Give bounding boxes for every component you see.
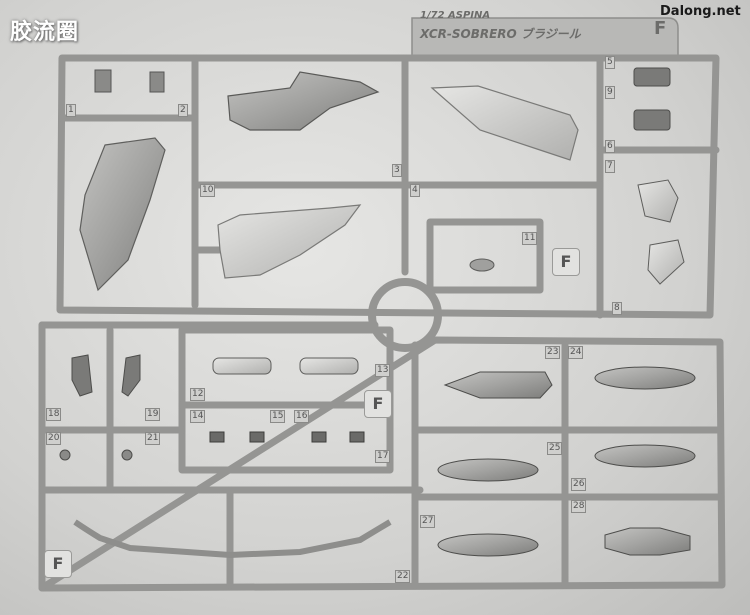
part-number: 6	[605, 140, 615, 153]
part-number: 12	[190, 388, 206, 401]
part-number: 5	[605, 56, 615, 69]
small-part-21	[121, 449, 133, 461]
small-part-18	[71, 354, 93, 397]
part-number: 23	[545, 346, 561, 359]
tank-part-25	[437, 458, 539, 482]
part-number: 28	[571, 500, 587, 513]
tag-letter: F	[654, 18, 667, 39]
small-parts-14-17	[209, 431, 365, 443]
small-part-11	[469, 258, 495, 272]
part-number: 1	[66, 104, 76, 117]
part-number: 8	[612, 302, 622, 315]
part-number: 9	[605, 86, 615, 99]
wing-part-10	[217, 204, 362, 279]
part-number: 19	[145, 408, 161, 421]
engine-part-28	[604, 527, 691, 556]
small-part-20	[59, 449, 71, 461]
part-number: 21	[145, 432, 161, 445]
part-number: 22	[395, 570, 411, 583]
small-part-2	[149, 71, 165, 93]
small-part-5	[633, 67, 671, 87]
small-part-13	[299, 357, 359, 375]
part-number: 4	[410, 184, 420, 197]
part-number: 14	[190, 410, 206, 423]
watermark-left: 胶流圈	[10, 20, 80, 45]
part-number: 24	[568, 346, 584, 359]
tank-part-24	[594, 366, 696, 390]
part-number: 13	[375, 364, 391, 377]
small-part-19	[121, 354, 141, 397]
long-strip-part-22	[73, 519, 392, 559]
part-number: 11	[522, 232, 538, 245]
part-number: 7	[605, 160, 615, 173]
fuselage-part-3	[227, 71, 380, 131]
part-number: 2	[178, 104, 188, 117]
nose-part-23	[443, 371, 553, 399]
wing-part-1	[79, 137, 166, 292]
small-part-12	[212, 357, 272, 375]
upper-runner	[56, 54, 720, 319]
lower-runner	[38, 321, 726, 592]
part-number: 25	[547, 442, 563, 455]
part-number: 16	[294, 410, 310, 423]
tank-part-27	[437, 533, 539, 557]
small-part-7	[637, 179, 679, 223]
part-number: 17	[375, 450, 391, 463]
watermark-right: Dalong.net	[660, 4, 741, 19]
small-part-8	[647, 239, 685, 285]
part-number: 3	[392, 164, 402, 177]
wing-part-4	[430, 85, 579, 161]
tag-scale-text: 1/72 ASPINA	[420, 10, 491, 21]
runner-letter-flag: F	[44, 550, 72, 578]
part-number: 20	[46, 432, 62, 445]
runner-letter-flag: F	[552, 248, 580, 276]
tank-part-26	[594, 444, 696, 468]
part-number: 27	[420, 515, 436, 528]
part-number: 18	[46, 408, 62, 421]
central-ring	[368, 278, 442, 352]
part-number: 26	[571, 478, 587, 491]
tag-name-text: XCR-SOBRERO ブラジール	[420, 27, 581, 41]
runner-tag-plate	[411, 17, 679, 59]
part-number: 10	[200, 184, 216, 197]
runner-letter-flag: F	[364, 390, 392, 418]
small-part-6	[633, 109, 671, 131]
part-number: 15	[270, 410, 286, 423]
small-part-1	[94, 69, 112, 93]
